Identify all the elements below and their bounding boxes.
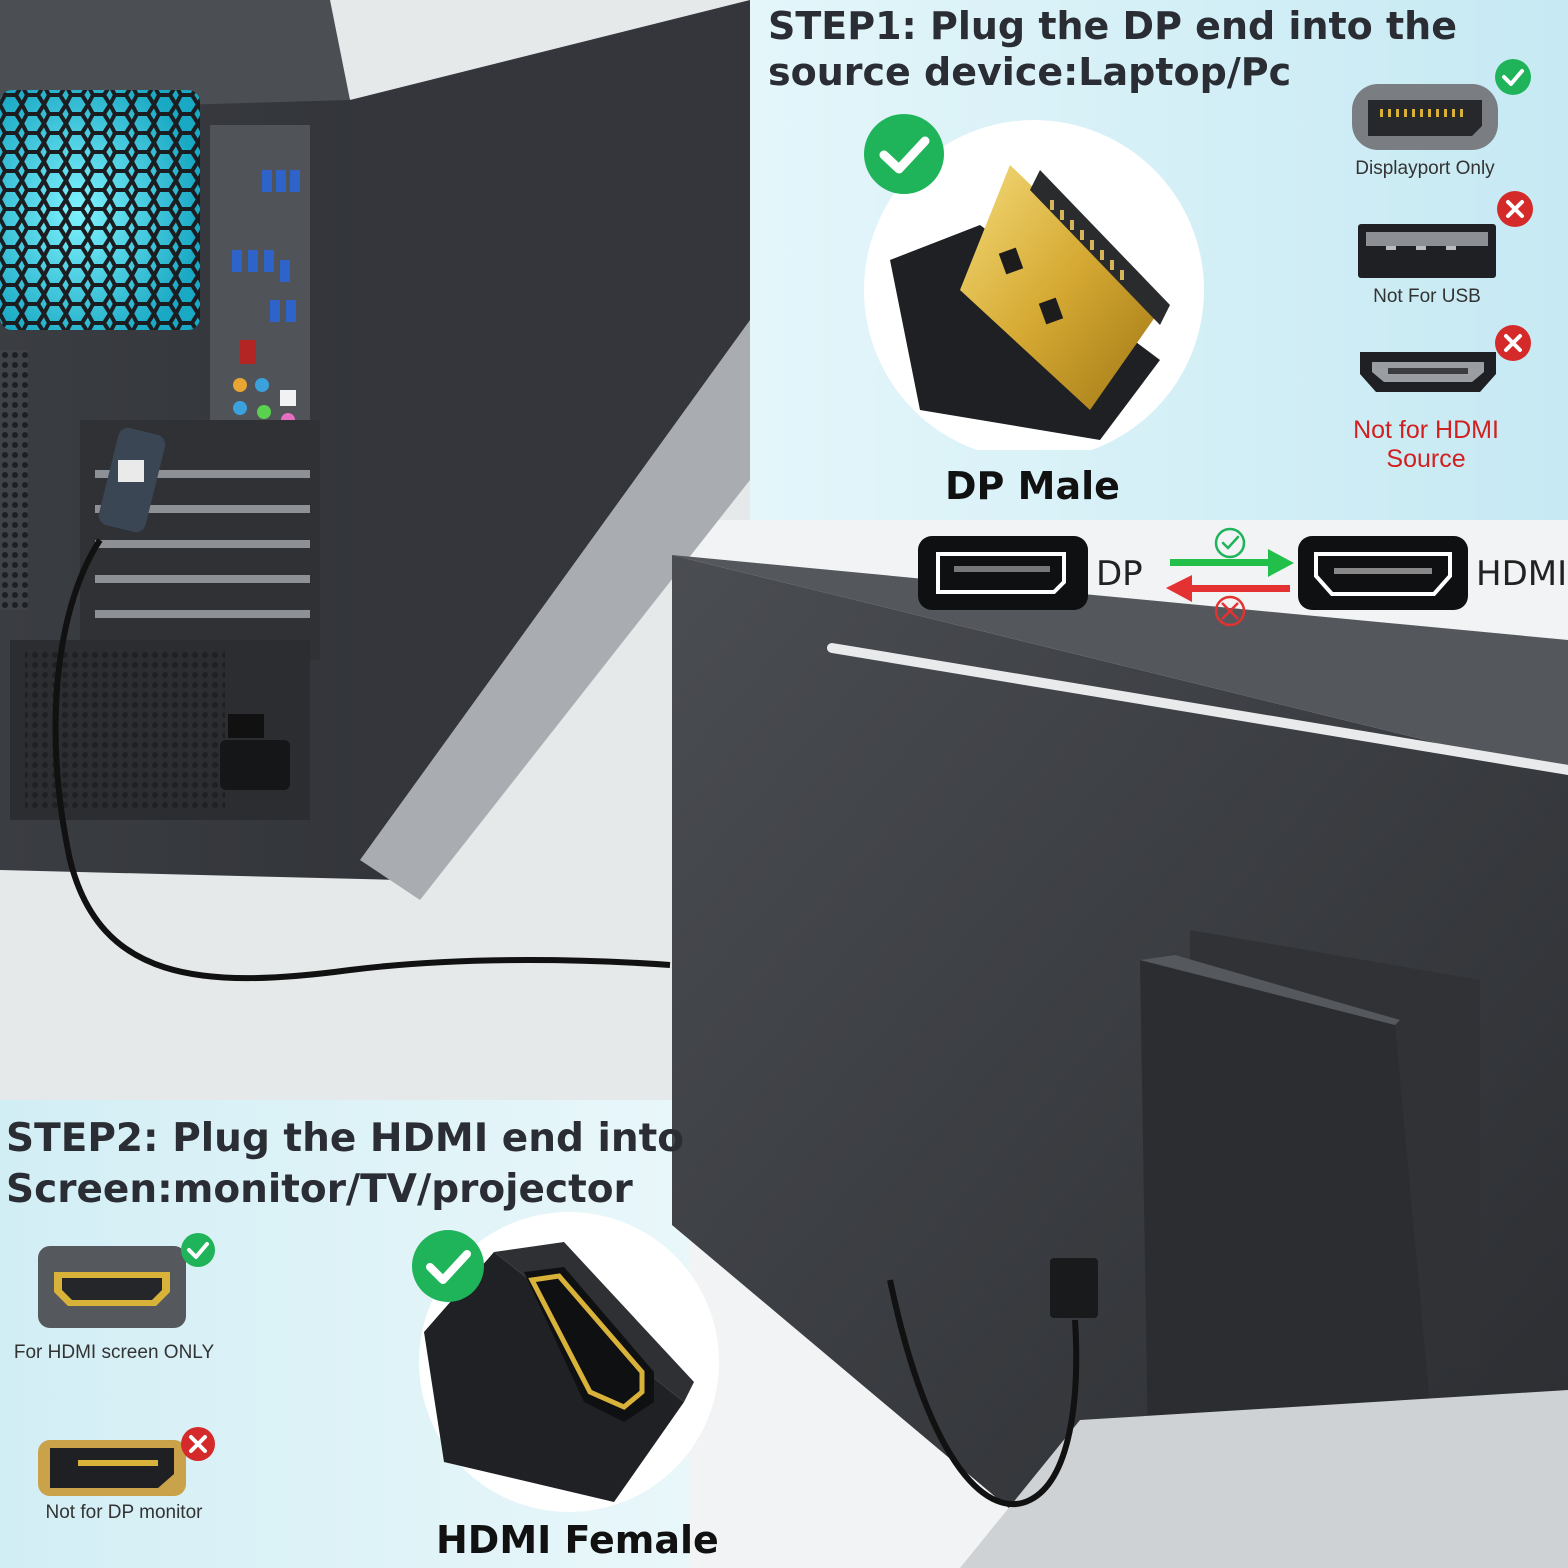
not-for-dp-monitor-caption: Not for DP monitor — [45, 1502, 203, 1523]
step2-title-line2: Screen:monitor/TV/projector — [6, 1166, 633, 1212]
right-arrow-icon — [1166, 527, 1294, 627]
not-for-hdmi-line1: Not for HDMI — [1353, 416, 1499, 444]
hdmi-port-badge — [1298, 536, 1468, 610]
dp-port-badge — [918, 536, 1088, 610]
hdmi-port-icon — [1360, 352, 1496, 392]
check-circle-icon — [1495, 59, 1531, 95]
step2-title: STEP2: Plug the HDMI end into Screen:mon… — [6, 1114, 686, 1215]
usb-port-icon — [1358, 224, 1496, 278]
displayport-only-caption: Displayport Only — [1355, 158, 1495, 179]
hdmi-female-label: HDMI Female — [436, 1518, 719, 1562]
for-hdmi-screen-caption: For HDMI screen ONLY — [13, 1342, 215, 1363]
hdmi-female-connector-image — [419, 1212, 719, 1512]
dp-male-label: DP Male — [945, 464, 1120, 508]
check-circle-icon — [181, 1233, 215, 1267]
dp-monitor-port-icon — [38, 1440, 186, 1496]
step1-title: STEP1: Plug the DP end into the source d… — [768, 4, 1558, 95]
hdmi-label: HDMI — [1476, 554, 1568, 594]
not-for-usb-caption: Not For USB — [1373, 286, 1481, 307]
not-for-hdmi-line2: Source — [1386, 444, 1466, 473]
hdmi-screen-port-icon — [38, 1246, 186, 1328]
dp-label: DP — [1096, 554, 1143, 594]
check-circle-icon — [864, 114, 944, 194]
step2-title-line1: STEP2: Plug the HDMI end into — [6, 1116, 685, 1161]
step1-title-line1: STEP1: Plug the DP end into the — [768, 4, 1457, 48]
x-circle-icon — [181, 1427, 215, 1461]
dp-male-connector-image — [864, 120, 1204, 450]
x-circle-icon — [1495, 325, 1531, 361]
check-circle-icon — [412, 1230, 484, 1302]
displayport-port-icon — [1352, 84, 1498, 150]
not-for-hdmi-source-caption: Not for HDMI Source — [1320, 416, 1532, 474]
step1-title-line2: source device:Laptop/Pc — [768, 49, 1292, 94]
x-circle-icon — [1497, 191, 1533, 227]
